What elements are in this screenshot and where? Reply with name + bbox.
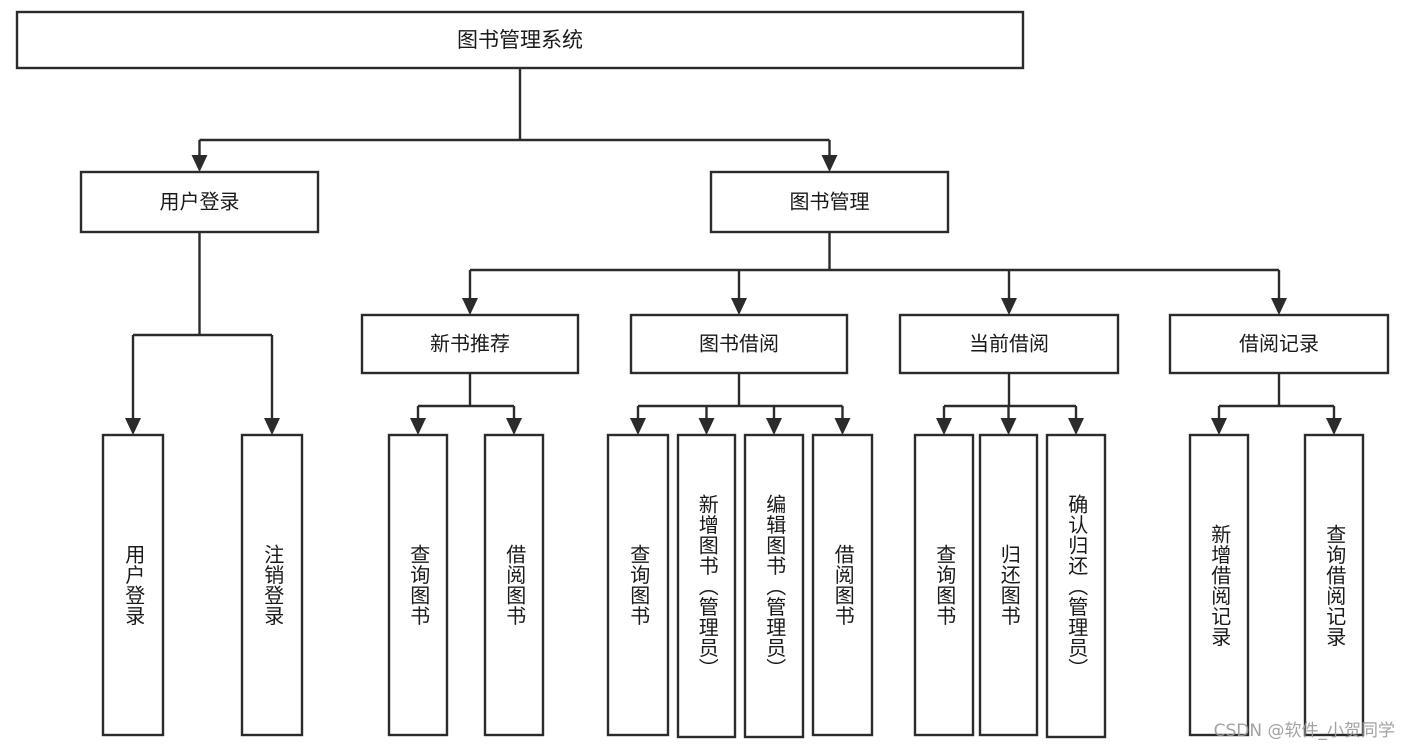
- arrow-head-icon: [1000, 418, 1017, 435]
- node-leaf-9[interactable]: [978, 433, 1039, 737]
- node-leaf-10[interactable]: [1045, 433, 1107, 739]
- arrow-head-icon: [731, 298, 747, 315]
- arrow-head-icon: [191, 155, 208, 172]
- node-leaf-5[interactable]: [676, 433, 737, 739]
- node-level2-1-label: 图书借阅: [699, 332, 779, 356]
- arrow-head-icon: [264, 418, 280, 435]
- node-leaf-7[interactable]: [811, 433, 874, 737]
- node-leaf-4[interactable]: [606, 433, 670, 737]
- node-level2-0[interactable]: 新书推荐: [360, 313, 580, 375]
- node-root-label: 图书管理系统: [457, 28, 583, 52]
- node-root[interactable]: 图书管理系统: [15, 10, 1025, 70]
- arrow-head-icon: [125, 418, 141, 435]
- node-leaf-8[interactable]: [913, 433, 975, 737]
- arrow-head-icon: [630, 418, 646, 435]
- node-level2-2-label: 当前借阅: [969, 332, 1049, 356]
- node-leaf-1[interactable]: [240, 433, 304, 737]
- csdn-watermark: CSDN @软件_小贺同学: [1213, 721, 1395, 741]
- arrow-head-icon: [506, 418, 522, 435]
- arrow-head-icon: [1001, 298, 1017, 315]
- node-leaf-0[interactable]: [101, 433, 165, 737]
- arrow-head-icon: [766, 418, 782, 435]
- node-leaf-3[interactable]: [483, 433, 545, 737]
- arrow-head-icon: [821, 155, 838, 172]
- node-leaf-2[interactable]: [387, 433, 449, 737]
- arrow-head-icon: [834, 418, 851, 435]
- arrow-head-icon: [1068, 418, 1084, 435]
- arrow-head-icon: [698, 418, 715, 435]
- node-level2-3[interactable]: 借阅记录: [1168, 313, 1390, 375]
- node-level1-0-label: 用户登录: [160, 190, 240, 214]
- arrow-head-icon: [410, 418, 426, 435]
- arrow-head-icon: [462, 298, 478, 315]
- node-level1-0[interactable]: 用户登录: [79, 170, 320, 234]
- node-level2-2[interactable]: 当前借阅: [898, 313, 1120, 375]
- arrow-head-icon: [1271, 298, 1287, 315]
- connector-edges: [125, 68, 1342, 435]
- arrow-head-icon: [1211, 418, 1227, 435]
- node-level1-1[interactable]: 图书管理: [709, 170, 950, 234]
- node-level1-1-label: 图书管理: [790, 190, 870, 214]
- arrow-head-icon: [936, 418, 952, 435]
- node-leaf-6[interactable]: [743, 433, 805, 739]
- node-leaf-11[interactable]: [1188, 433, 1250, 737]
- node-level2-3-label: 借阅记录: [1239, 332, 1319, 356]
- node-leaf-12[interactable]: [1303, 433, 1365, 737]
- node-level2-0-label: 新书推荐: [430, 332, 510, 356]
- arrow-head-icon: [1326, 418, 1342, 435]
- node-level2-1[interactable]: 图书借阅: [629, 313, 849, 375]
